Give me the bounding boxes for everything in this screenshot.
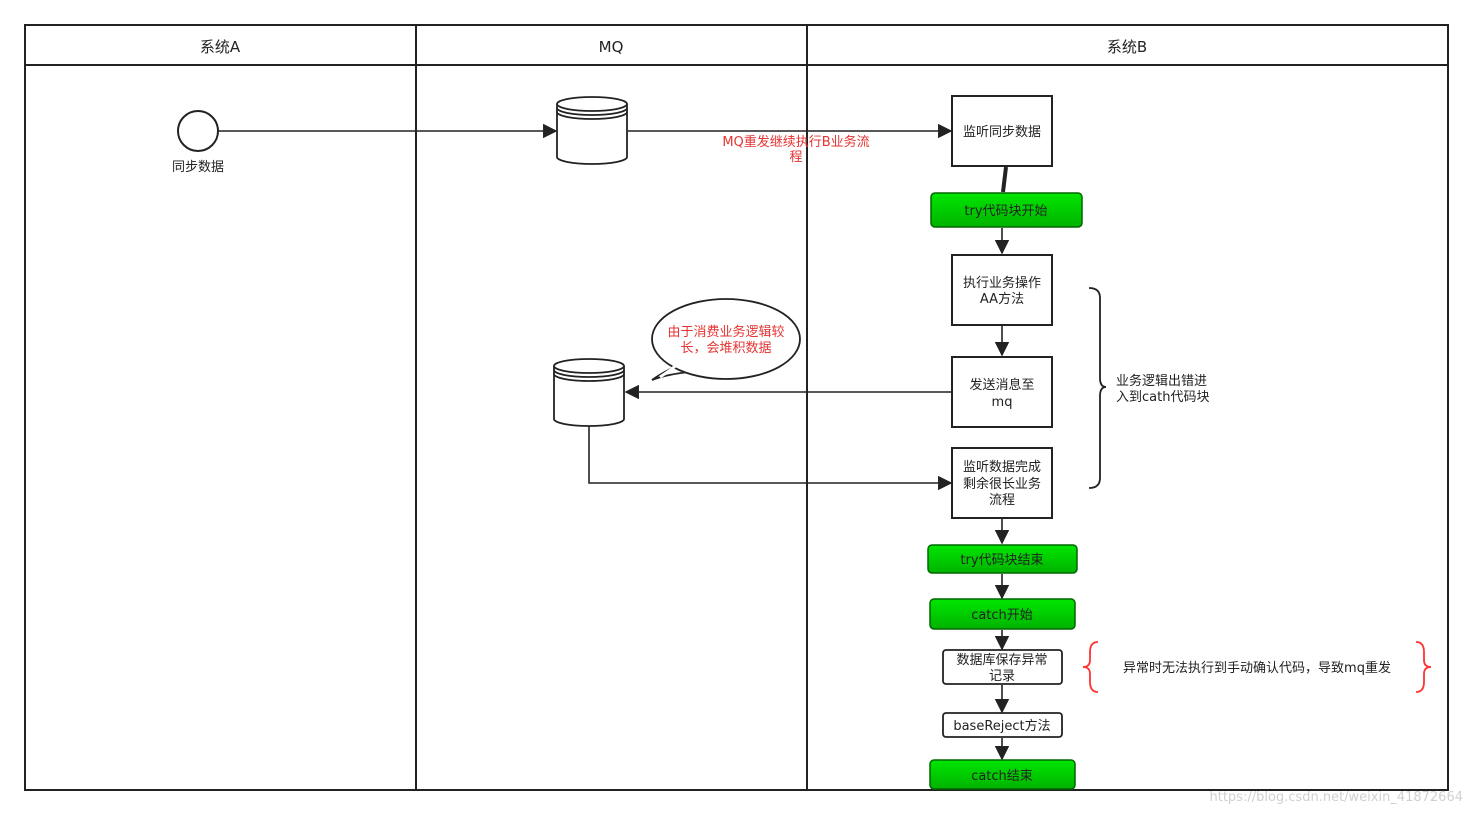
catch-start-text: catch开始 [971,608,1033,623]
watermark: https://blog.csdn.net/weixin_41872664 [1209,790,1463,805]
mq-queue-bottom [553,358,625,427]
brace-business-error: 业务逻辑出错进 入到cath代码块 [1088,287,1209,489]
process-exec-aa: 执行业务操作 AA方法 [951,254,1053,326]
start-label: 同步数据 [172,160,224,175]
try-end-text: try代码块结束 [960,553,1043,568]
red-brace-right [1415,641,1432,693]
brace-note-line2: 入到cath代码块 [1116,390,1209,405]
exec-text-line1: 执行业务操作 [963,275,1041,291]
brace-note-line1: 业务逻辑出错进 [1116,373,1207,389]
catch-end-block: catch结束 [929,759,1076,790]
base-reject-text: baseReject方法 [953,718,1050,734]
try-start-text: try代码块开始 [964,204,1047,219]
process-listen-done: 监听数据完成 剩余很长业务 流程 [951,447,1053,519]
send-text-line1: 发送消息至 [969,377,1034,393]
done-text-line2: 剩余很长业务 [963,476,1041,492]
done-text-line1: 监听数据完成 [963,460,1041,475]
exec-text-line2: AA方法 [980,291,1024,307]
catch-start-block: catch开始 [929,598,1076,630]
process-listen-sync: 监听同步数据 [951,95,1053,167]
db-text-line1: 数据库保存异常 [956,652,1047,668]
lane-title-mq: MQ [599,38,624,56]
process-db-save: 数据库保存异常 记录 [942,649,1063,685]
lane-title-system-b: 系统B [1107,38,1147,56]
swimlanes: 系统A MQ 系统B [24,24,1449,791]
exception-note: 异常时无法执行到手动确认代码，导致mq重发 [1082,641,1432,693]
send-text-line2: mq [992,395,1013,410]
start-event [177,110,219,152]
mq-resend-note-line1: MQ重发继续执行B业务流 [722,134,869,150]
done-text-line3: 流程 [989,493,1015,508]
lane-title-system-a: 系统A [200,38,241,56]
edge-mq-to-done [588,426,953,491]
exception-note-text: 异常时无法执行到手动确认代码，导致mq重发 [1123,660,1391,676]
edge-listen-to-try [1001,166,1008,193]
edges [218,123,1010,761]
callout-bubble: 由于消费业务逻辑较 长，会堆积数据 [651,298,801,381]
pool-border [24,24,1449,791]
mq-resend-note-line2: 程 [789,150,802,165]
catch-end-text: catch结束 [971,769,1033,784]
try-end-block: try代码块结束 [927,544,1078,574]
listen-sync-text: 监听同步数据 [963,125,1041,140]
db-text-line2: 记录 [989,669,1015,684]
process-base-reject: baseReject方法 [942,712,1063,738]
red-brace-left [1082,641,1099,693]
callout-line2: 长，会堆积数据 [680,341,771,356]
try-start-block: try代码块开始 [930,192,1083,228]
callout-line1: 由于消费业务逻辑较 [667,324,784,340]
process-send-mq: 发送消息至 mq [951,356,1053,428]
mq-queue-top [556,96,628,165]
